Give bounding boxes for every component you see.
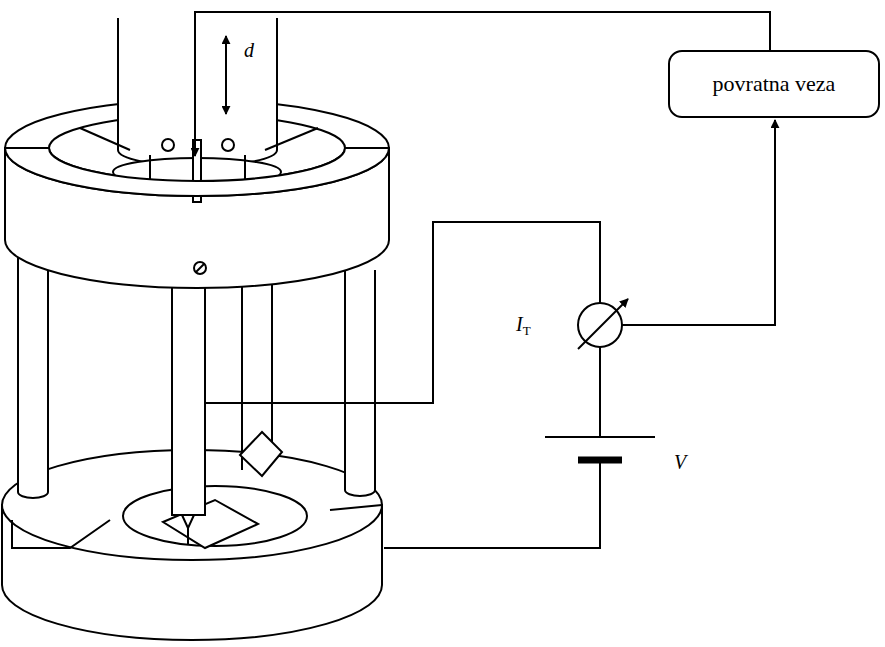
base-plate <box>330 505 382 510</box>
circuit-wire <box>599 347 601 437</box>
distance-label: d <box>244 40 254 60</box>
voltage-label: V <box>674 452 686 472</box>
battery-symbol <box>545 437 655 460</box>
circuit-wire <box>384 463 600 548</box>
piezo-tube <box>80 128 130 150</box>
ammeter-symbol <box>578 303 622 347</box>
feedback-box: povratna veza <box>668 50 880 118</box>
tip-holder <box>172 280 205 515</box>
circuit-wire <box>225 36 227 114</box>
piezo-tube <box>162 139 174 151</box>
piezo-tube <box>244 155 246 182</box>
ammeter-symbol <box>578 299 628 349</box>
piezo-tube <box>149 155 151 182</box>
piezo-tube <box>222 139 234 151</box>
tip-holder <box>187 528 189 545</box>
top-ring <box>196 264 204 272</box>
current-label: IT <box>516 314 531 337</box>
battery-symbol <box>578 457 622 464</box>
box-label: povratna veza <box>713 71 836 97</box>
top-ring <box>194 262 206 274</box>
ring-front-band <box>5 148 389 196</box>
battery-symbol <box>545 436 655 438</box>
piezo-tube <box>265 128 318 150</box>
support-rod <box>345 270 375 496</box>
ring-front-band <box>5 148 389 196</box>
support-rod <box>240 432 282 476</box>
base-plate <box>12 520 110 548</box>
circuit-wire <box>622 120 775 325</box>
tip-holder <box>172 280 205 545</box>
tip-holder <box>182 515 194 528</box>
circuit-wire <box>205 222 600 403</box>
support-rod <box>18 250 48 498</box>
ammeter-symbol <box>578 299 628 349</box>
